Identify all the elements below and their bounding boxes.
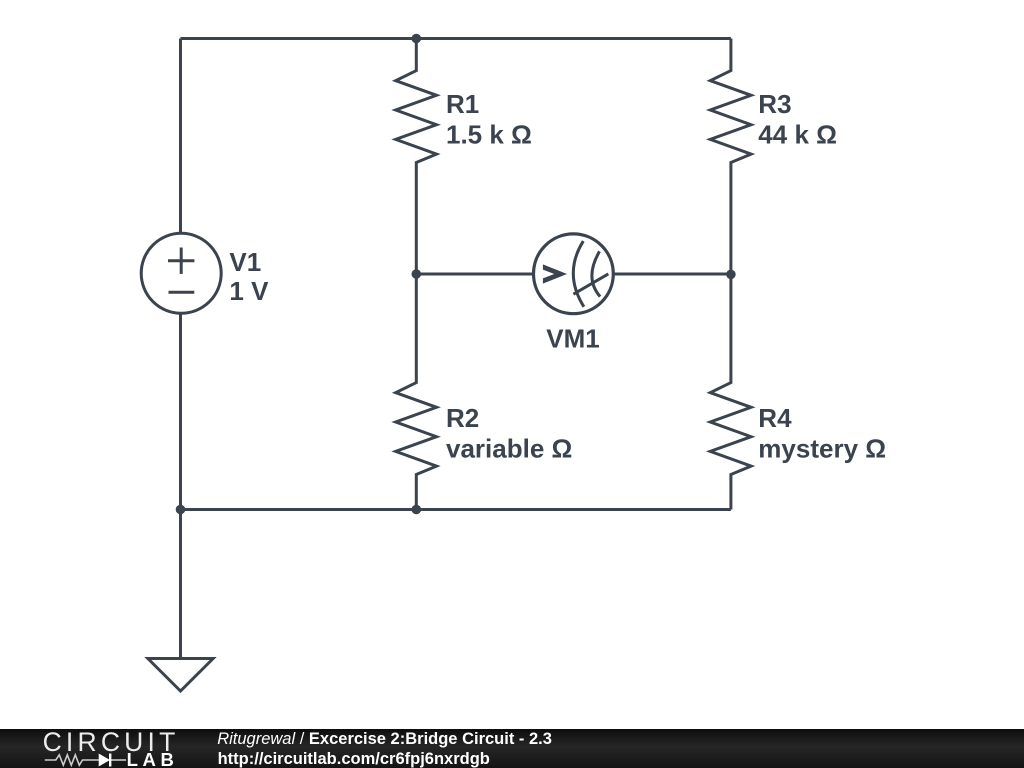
svg-text:R1: R1 — [446, 89, 479, 119]
svg-text:1.5 k Ω: 1.5 k Ω — [446, 120, 532, 150]
svg-text:R4: R4 — [758, 403, 792, 433]
svg-text:V1: V1 — [229, 247, 261, 277]
svg-text:http://circuitlab.com/cr6fpj6n: http://circuitlab.com/cr6fpj6nxrdgb — [218, 750, 490, 768]
svg-text:mystery Ω: mystery Ω — [758, 433, 886, 463]
svg-text:VM1: VM1 — [546, 324, 599, 354]
svg-text:R2: R2 — [446, 403, 479, 433]
svg-text:R3: R3 — [758, 89, 791, 119]
svg-text:1 V: 1 V — [229, 276, 269, 306]
svg-text:variable Ω: variable Ω — [446, 433, 572, 463]
svg-text:CIRCUIT: CIRCUIT — [43, 727, 180, 757]
svg-text:LAB: LAB — [127, 749, 179, 768]
svg-text:Ritugrewal / Excercise 2:Bridg: Ritugrewal / Excercise 2:Bridge Circuit … — [217, 730, 552, 748]
svg-text:44 k Ω: 44 k Ω — [758, 120, 837, 150]
